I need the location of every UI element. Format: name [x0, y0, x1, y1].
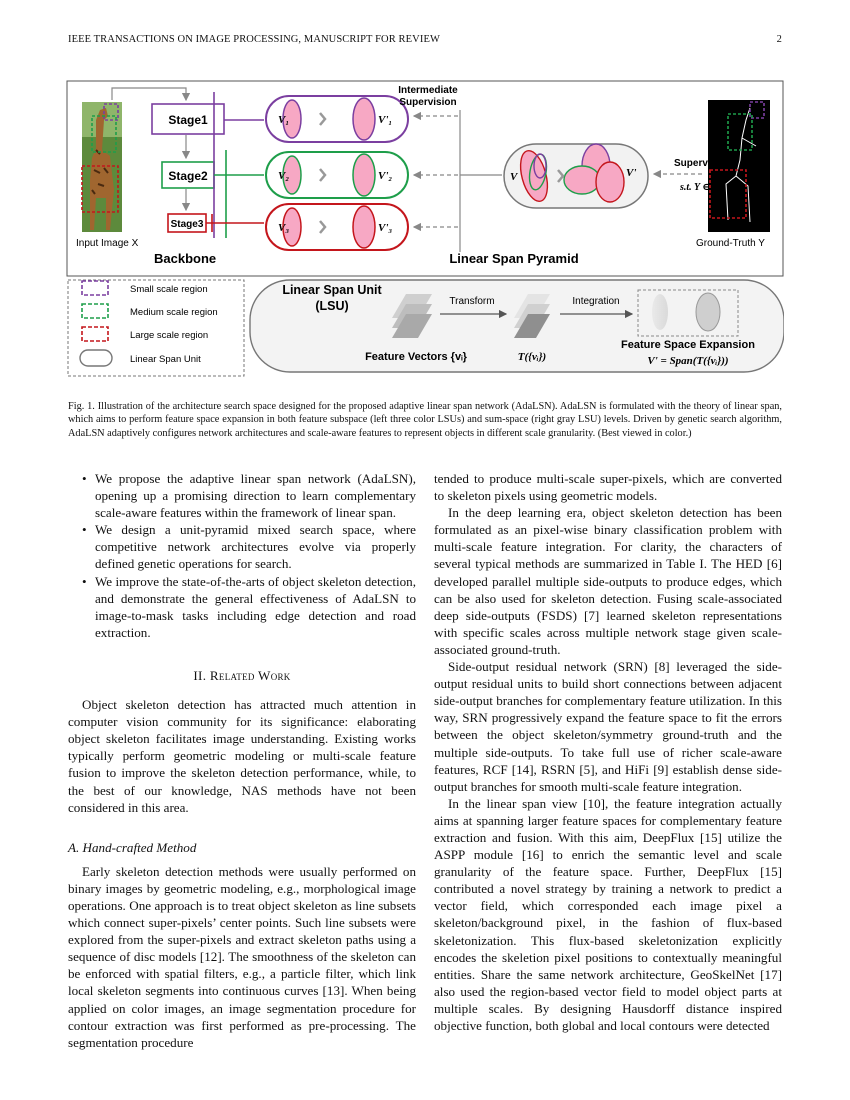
svg-text:Large scale region: Large scale region — [130, 330, 208, 341]
lsu-1: V₁ V'₁ — [265, 95, 409, 143]
svg-text:Supervision: Supervision — [399, 97, 456, 108]
paragraph: tended to produce multi-scale super-pixe… — [434, 471, 782, 504]
stage-2: Stage2 — [161, 161, 215, 189]
running-header: IEEE TRANSACTIONS ON IMAGE PROCESSING, M… — [68, 34, 440, 45]
lsu-2: V₂ V'₂ — [265, 151, 409, 199]
list-item: We design a unit-pyramid mixed search sp… — [68, 521, 416, 572]
intermediate-supervision-label: Intermediate — [398, 85, 458, 96]
svg-text:Linear Span Unit: Linear Span Unit — [130, 354, 201, 365]
supervision-condition: s.t. Y ∈V' — [679, 182, 719, 193]
input-image-label: Input Image X — [76, 238, 139, 249]
paragraph: Early skeleton detection methods were us… — [68, 863, 416, 1050]
pyramid-label: Linear Span Pyramid — [449, 251, 578, 266]
svg-text:Medium scale region: Medium scale region — [130, 307, 218, 318]
svg-text:Feature Vectors {vᵢ}: Feature Vectors {vᵢ} — [365, 351, 468, 363]
backbone-label: Backbone — [154, 251, 216, 266]
subsection-heading: A. Hand-crafted Method — [68, 839, 197, 855]
svg-text:V: V — [510, 171, 519, 183]
svg-text:V₂: V₂ — [278, 170, 289, 182]
input-image — [81, 102, 122, 232]
supervision-label: Supervision — [674, 158, 731, 169]
svg-text:Stage2: Stage2 — [168, 169, 208, 183]
svg-text:T({vᵢ}): T({vᵢ}) — [518, 351, 546, 363]
svg-text:Integration: Integration — [572, 296, 619, 307]
paragraph: Object skeleton detection has attracted … — [68, 697, 416, 815]
page-number: 2 — [776, 34, 782, 45]
svg-text:V₁: V₁ — [278, 114, 289, 126]
svg-text:Stage3: Stage3 — [171, 219, 204, 230]
ground-truth-image — [708, 100, 770, 232]
svg-text:V' = Span(T({vᵢ})): V' = Span(T({vᵢ})) — [647, 355, 728, 367]
list-item: We propose the adaptive linear span netw… — [68, 470, 416, 521]
svg-text:Transform: Transform — [449, 296, 494, 307]
lsu-explanation: Linear Span Unit (LSU) Feature Vectors {… — [249, 279, 784, 373]
paragraph: In the linear span view [10], the featur… — [434, 795, 782, 1033]
right-column: tended to produce multi-scale super-pixe… — [434, 470, 782, 1034]
svg-text:V'₁: V'₁ — [378, 114, 392, 126]
paragraph: In the deep learning era, object skeleto… — [434, 505, 782, 657]
pyramid-lsu: V V' — [503, 143, 649, 209]
svg-text:Linear Span Unit: Linear Span Unit — [282, 283, 382, 297]
left-column: We propose the adaptive linear span netw… — [68, 470, 416, 1051]
svg-text:Small scale region: Small scale region — [130, 284, 208, 295]
paragraph: Side-output residual network (SRN) [8] l… — [434, 659, 782, 794]
stage-1: Stage1 — [151, 103, 225, 135]
svg-text:Feature Space Expansion: Feature Space Expansion — [621, 339, 755, 351]
lsu-3: V₃ V'₃ — [265, 203, 409, 251]
svg-text:V'₂: V'₂ — [378, 170, 392, 182]
svg-text:V': V' — [626, 167, 636, 179]
section-heading: II. Related Work — [193, 667, 291, 683]
svg-text:V₃: V₃ — [278, 222, 289, 234]
svg-text:(LSU): (LSU) — [315, 299, 348, 313]
ground-truth-label: Ground-Truth Y — [696, 238, 765, 249]
stage-3: Stage3 — [167, 213, 207, 233]
legend: Small scale region Medium scale region L… — [67, 279, 245, 377]
figure-caption: Fig. 1. Illustration of the architecture… — [68, 401, 782, 439]
svg-text:V'₃: V'₃ — [378, 222, 392, 234]
svg-text:Stage1: Stage1 — [168, 113, 208, 127]
list-item: We improve the state-of-the-arts of obje… — [68, 573, 416, 641]
architecture-figure: Input Image X Stage1 Stage2 Stage3 Backb… — [66, 80, 784, 377]
contribution-list: We propose the adaptive linear span netw… — [68, 470, 416, 641]
